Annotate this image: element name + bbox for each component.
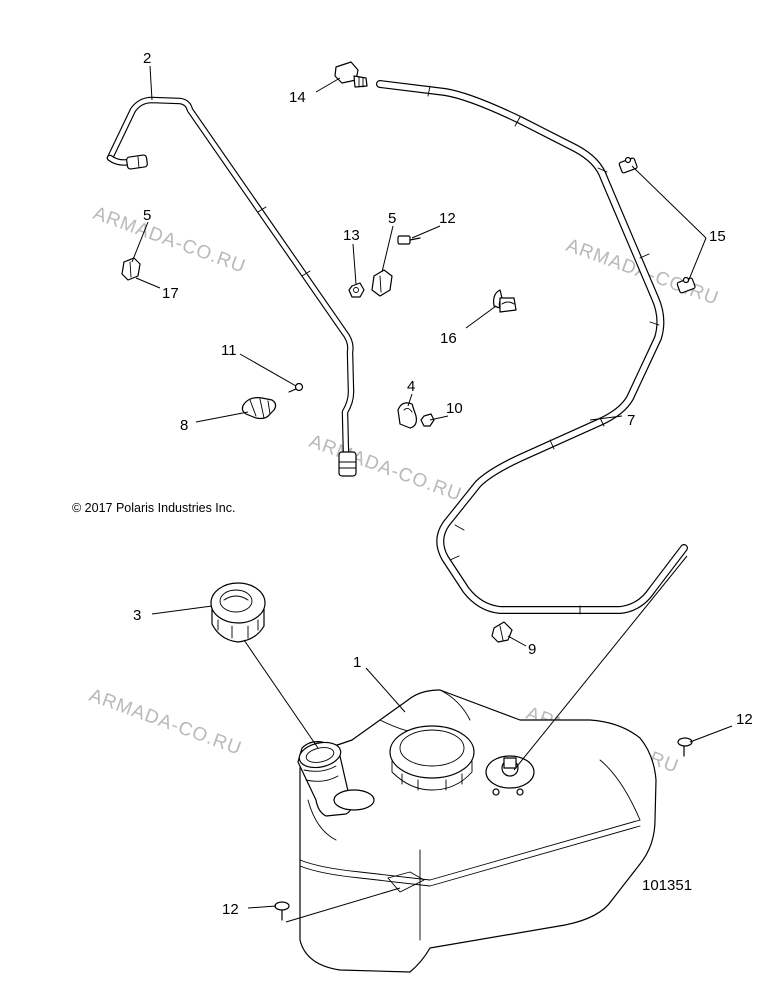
- clamp-left: [121, 257, 141, 281]
- watermark-4: ARMADA-CO.RU: [86, 685, 244, 760]
- hose-connector: [491, 621, 513, 643]
- leader-17: [135, 277, 161, 289]
- callout-12-right: 12: [736, 711, 753, 728]
- leader-9: [429, 415, 449, 421]
- rollover-valve: [334, 61, 368, 88]
- watermarks: ARMADA-CO.RU ARMADA-CO.RU ARMADA-CO.RU A…: [86, 203, 721, 778]
- quick-connector: [618, 156, 696, 294]
- callout-5-center: 5: [388, 210, 396, 227]
- leader-5a: [131, 221, 149, 263]
- nut-small: [348, 282, 365, 298]
- leader-3-neck: [243, 639, 319, 749]
- screw-bottom: [274, 901, 290, 921]
- watermark-3: ARMADA-CO.RU: [306, 431, 464, 506]
- copyright-text: © 2017 Polaris Industries Inc.: [72, 501, 235, 515]
- callout-1: 1: [353, 654, 361, 671]
- callout-5-left: 5: [143, 207, 151, 224]
- callout-11: 12: [439, 210, 456, 227]
- p-clamp: [397, 402, 417, 429]
- watermark-1: ARMADA-CO.RU: [90, 203, 248, 278]
- leader-16: [465, 305, 497, 329]
- leader-2: [149, 65, 153, 101]
- leader-13: [352, 243, 357, 285]
- diagram-id: 101351: [642, 877, 692, 894]
- push-rivet: [288, 382, 304, 393]
- callout-15: 14: [289, 89, 306, 106]
- callout-3: 3: [133, 607, 141, 624]
- leader-7: [195, 411, 249, 423]
- leader-6: [589, 415, 623, 421]
- callout-10: 11: [221, 342, 237, 359]
- fuel-tank: [297, 689, 657, 973]
- bolt: [397, 235, 421, 245]
- callout-2: 2: [143, 50, 151, 67]
- leader-10: [239, 353, 297, 387]
- hose-clip: [241, 397, 277, 420]
- leader-lines: [131, 65, 733, 923]
- leader-11: [411, 225, 441, 239]
- callout-17: 17: [162, 285, 179, 302]
- callout-12-bottom: 12: [222, 901, 239, 918]
- leader-14b: [687, 237, 707, 283]
- leader-14a: [631, 165, 707, 239]
- hose-clamp: [493, 289, 517, 313]
- callout-14: 15: [709, 228, 726, 245]
- leader-hose-tank: [513, 555, 688, 771]
- leader-3: [151, 605, 213, 615]
- vent-tube: [106, 96, 357, 477]
- callout-6: 7: [627, 412, 635, 429]
- leader-12a: [689, 725, 733, 743]
- leader-5b: [381, 225, 394, 273]
- leader-15: [315, 77, 341, 93]
- callout-16: 16: [440, 330, 457, 347]
- callout-7: 8: [180, 417, 188, 434]
- fuel-hose: [376, 80, 688, 615]
- clamp-center: [371, 269, 393, 297]
- callout-9: 10: [446, 400, 463, 417]
- callout-4: 4: [407, 378, 415, 395]
- callout-8: 9: [528, 641, 536, 658]
- callout-labels: 2 14 5 17 13 5 12 16 15 11 8 4 10 7 9 3 …: [133, 50, 753, 918]
- fuel-cap: [210, 582, 266, 643]
- screw-right: [677, 737, 693, 757]
- nut: [420, 413, 435, 427]
- leader-1: [365, 667, 406, 713]
- leader-4: [407, 393, 413, 407]
- leader-8: [507, 635, 527, 647]
- leader-12b: [247, 905, 277, 909]
- leader-tank-screw: [285, 887, 401, 923]
- callout-13: 13: [343, 227, 360, 244]
